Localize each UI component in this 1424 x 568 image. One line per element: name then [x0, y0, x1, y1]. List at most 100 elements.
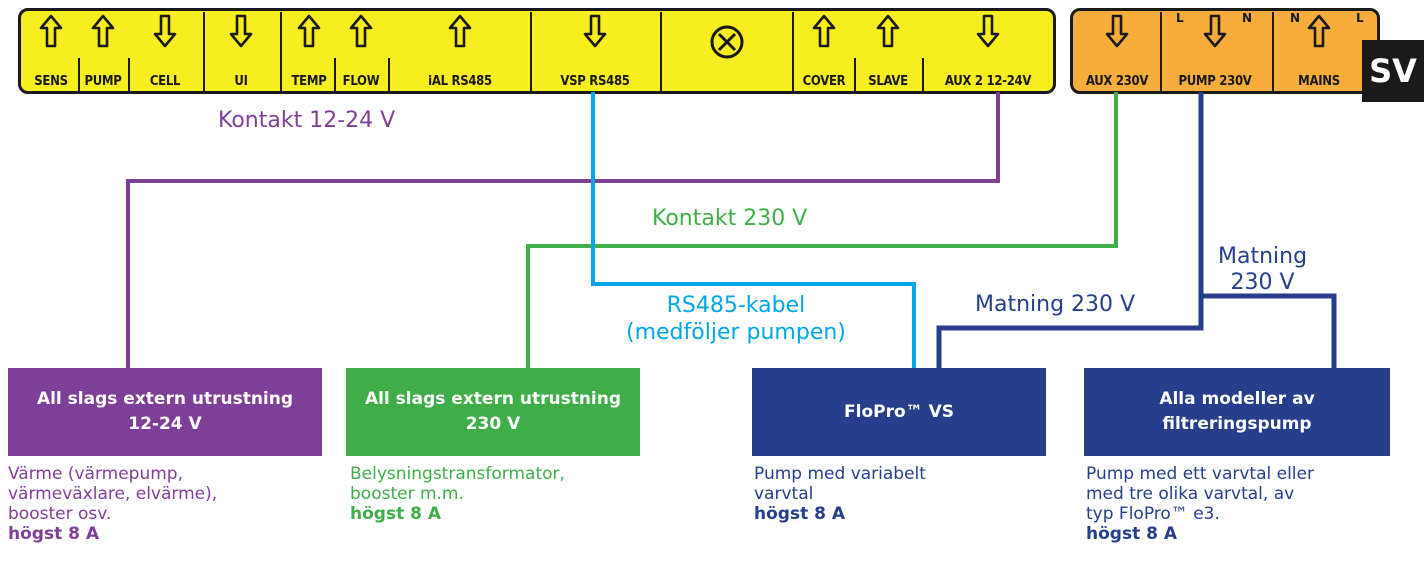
arrow-up-icon [297, 14, 321, 52]
terminal-label: AUX 230V [1085, 74, 1149, 89]
terminal-separator [530, 12, 532, 92]
terminal-aux2: AUX 2 12-24V [924, 10, 1052, 92]
wire-label-rs485-line2: (medföljer pumpen) [626, 320, 846, 345]
terminal-vsp-rs485: VSP RS485 [532, 10, 658, 92]
device-box-flopro-vs: FloPro™ VS [752, 368, 1046, 456]
box-title: FloPro™ VS [844, 401, 954, 422]
box-title: All slags extern utrustning [364, 389, 622, 410]
description-line: värmeväxlare, elvärme), [8, 484, 218, 504]
arrow-down-icon [153, 14, 177, 52]
current-rating: högst 8 A [1086, 524, 1178, 544]
cross-circle-icon [709, 24, 745, 64]
terminal-label: iAL RS485 [428, 74, 492, 89]
terminal-cell: CELL [130, 10, 200, 92]
box-description-flopro-vs: Pump med variabelt varvtal högst 8 A [754, 464, 926, 524]
current-rating: högst 8 A [8, 524, 100, 544]
wire-aux230-to-mains-box [526, 92, 1118, 368]
terminal-label: PUMP 230V [1178, 74, 1252, 89]
description-line: Belysningstransformator, [350, 464, 565, 484]
device-box-low-voltage: All slags extern utrustning 12-24 V [8, 368, 322, 456]
terminal-mains: MAINS [1276, 10, 1362, 92]
terminal-separator [922, 58, 924, 92]
terminal-label: MAINS [1298, 74, 1340, 89]
wire-aux2-to-low-voltage-box [126, 92, 1000, 368]
arrow-up-icon [91, 14, 115, 52]
arrow-up-icon [448, 14, 472, 52]
terminal-separator [854, 58, 856, 92]
terminal-flow: FLOW [336, 10, 386, 92]
description-line: varvtal [754, 484, 814, 504]
box-description-mains: Belysningstransformator, booster m.m. hö… [350, 464, 565, 524]
arrow-up-icon [39, 14, 63, 52]
description-line: med tre olika varvtal, av [1086, 484, 1295, 504]
pole-mark-l: L [1176, 11, 1184, 25]
terminal-separator [203, 12, 205, 92]
arrow-up-icon [876, 14, 900, 52]
box-title: All slags extern utrustning [36, 389, 294, 410]
terminal-label: PUMP [84, 74, 122, 89]
box-description-filter-pump: Pump med ett varvtal eller med tre olika… [1086, 464, 1314, 544]
terminal-slave: SLAVE [856, 10, 920, 92]
wire-label-supply-filter: Matning 230 V [1218, 244, 1307, 296]
terminal-label: TEMP [291, 74, 327, 89]
description-line: booster osv. [8, 504, 112, 524]
wire-label-rs485-line1: RS485-kabel [666, 293, 806, 318]
terminal-label: SENS [34, 74, 68, 89]
terminal-ial-rs485: iAL RS485 [392, 10, 528, 92]
terminal-label: CELL [149, 74, 181, 89]
arrow-down-icon [583, 14, 607, 52]
current-rating: högst 8 A [350, 504, 442, 524]
description-line: Pump med variabelt [754, 464, 926, 484]
terminal-separator [280, 12, 282, 92]
current-rating: högst 8 A [754, 504, 846, 524]
terminal-separator [334, 58, 336, 92]
terminal-separator [128, 58, 130, 92]
pole-mark-l: L [1356, 11, 1364, 25]
arrow-down-icon [976, 14, 1000, 52]
terminal-separator [660, 12, 662, 92]
arrow-down-icon [229, 14, 253, 52]
wire-vsp-rs485-to-vs-pump [591, 92, 916, 368]
box-subtitle: 12-24 V [128, 414, 202, 434]
arrow-up-icon [349, 14, 373, 52]
wire-pump230-to-filter-pump [1201, 293, 1337, 368]
arrow-up-icon [1307, 14, 1331, 52]
terminal-separator [78, 58, 80, 92]
description-line: typ FloPro™ e3. [1086, 504, 1220, 524]
terminal-cover: COVER [794, 10, 854, 92]
terminal-label: SLAVE [868, 74, 908, 89]
terminal-label: VSP RS485 [560, 74, 630, 89]
arrow-up-icon [812, 14, 836, 52]
terminal-separator [388, 58, 390, 92]
terminal-ui: UI [206, 10, 276, 92]
wire-label-rs485: RS485-kabel (medföljer pumpen) [626, 292, 846, 346]
box-description-low-voltage: Värme (värmepump, värmeväxlare, elvärme)… [8, 464, 217, 544]
arrow-down-icon [1203, 14, 1227, 52]
terminal-label: FLOW [342, 74, 380, 89]
wire-pump230-to-vs-pump [936, 92, 1204, 368]
terminal-unused [664, 10, 790, 92]
box-subtitle: filtreringspump [1162, 414, 1312, 434]
terminal-aux-230v: AUX 230V [1074, 10, 1160, 92]
device-box-filter-pump: Alla modeller av filtreringspump [1084, 368, 1390, 456]
language-badge: SV [1362, 40, 1424, 102]
description-line: Värme (värmepump, [8, 464, 183, 484]
terminal-temp: TEMP [284, 10, 334, 92]
wire-label-supply-vs: Matning 230 V [975, 292, 1136, 317]
box-subtitle: 230 V [465, 414, 521, 434]
device-box-mains: All slags extern utrustning 230 V [346, 368, 640, 456]
description-line: Pump med ett varvtal eller [1086, 464, 1314, 484]
wire-label-contact-mains: Kontakt 230 V [652, 206, 808, 231]
wire-label-supply-filter-line2: 230 V [1230, 270, 1295, 295]
arrow-down-icon [1105, 14, 1129, 52]
pole-mark-n: N [1242, 11, 1253, 25]
terminal-pump-230v: PUMP 230V [1162, 10, 1268, 92]
terminal-separator [1272, 12, 1274, 92]
terminal-separator [1160, 12, 1162, 92]
description-line: booster m.m. [350, 484, 464, 504]
terminal-label: AUX 2 12-24V [944, 74, 1032, 89]
wire-label-supply-filter-line1: Matning [1218, 244, 1308, 269]
wire-label-contact-low: Kontakt 12-24 V [218, 108, 396, 133]
box-title: Alla modeller av [1159, 389, 1315, 410]
